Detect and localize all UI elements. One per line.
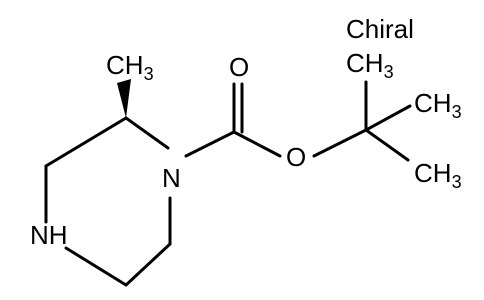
tbutyl-methyl-right-label: CH3 — [414, 88, 462, 122]
bond-ester-o-cq — [312, 128, 368, 158]
methyl-label: CH3 — [106, 50, 154, 84]
amine-label: NH — [30, 220, 68, 250]
bond-n4-c5 — [64, 246, 128, 287]
bond-c2-n1 — [124, 116, 170, 150]
ester-oxygen-label: O — [286, 142, 306, 172]
carbonyl-oxygen-label: O — [229, 52, 249, 82]
bond-c5-c6 — [124, 242, 172, 287]
bond-cq-methyl-bottom — [364, 128, 410, 162]
bond-carbonyl-ester-o — [232, 130, 282, 158]
bond-cq-methyl-right — [364, 104, 412, 132]
tbutyl-methyl-bottom-label: CH3 — [414, 158, 462, 192]
bond-n1-carbonyl — [184, 130, 236, 158]
bond-c2-c3 — [44, 116, 128, 168]
chiral-label: Chiral — [346, 14, 414, 44]
tbutyl-methyl-top-label: CH3 — [346, 48, 394, 82]
wedge-bond-methyl — [117, 79, 131, 118]
ring-nitrogen-label: N — [162, 163, 181, 193]
